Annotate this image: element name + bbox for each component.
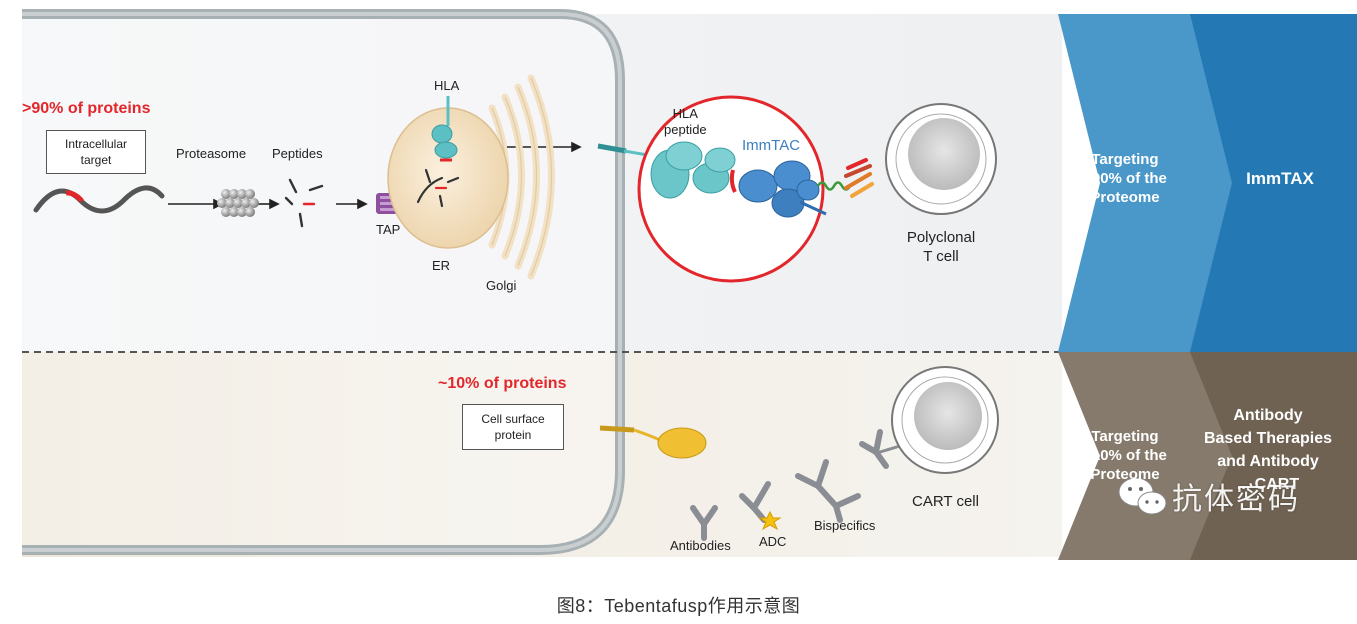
- hla-peptide-label: HLA peptide: [664, 106, 707, 137]
- cell-surface-protein-icon: [599, 425, 707, 459]
- cell-membrane: [22, 9, 625, 555]
- antibodies-label: Antibodies: [670, 538, 731, 553]
- watermark: 抗体密码: [1172, 474, 1300, 518]
- top-headline: >90% of proteins: [22, 100, 151, 117]
- hla-label: HLA: [434, 78, 460, 93]
- top-band-dark: [1190, 14, 1357, 352]
- bispecifics-label: Bispecifics: [814, 518, 876, 533]
- proteasome-icon: [217, 189, 259, 217]
- tap-label: TAP: [376, 222, 401, 237]
- bispecific-antibody-icon: [795, 459, 861, 523]
- top-band-title: ImmTAX: [1246, 169, 1314, 188]
- tebentafusp-diagram: >90% of proteins Intracellular target Pr…: [22, 9, 1357, 560]
- hla-peptide-complex-icon: [650, 141, 737, 199]
- cart-cell-label: CART cell: [912, 493, 979, 510]
- figure-caption: 图8：Tebentafusp作用示意图: [556, 596, 801, 616]
- wechat-icon: [1118, 477, 1167, 515]
- intracellular-target-box: Intracellular target: [46, 130, 146, 174]
- polyclonal-t-cell-icon: [885, 103, 997, 215]
- bottom-background: [22, 352, 1062, 557]
- car-receptor-icon: [859, 429, 902, 469]
- immtac-label: ImmTAC: [742, 137, 801, 154]
- bottom-band-dark: [1190, 352, 1357, 560]
- immtac-molecule-icon: [738, 160, 827, 218]
- peptides-label: Peptides: [272, 146, 323, 161]
- antibody-icon: [690, 505, 718, 541]
- proteasome-label: Proteasome: [176, 146, 247, 161]
- peptides-icon: [284, 178, 324, 228]
- adc-payload-icon: [758, 510, 782, 531]
- cart-cell-icon: [891, 366, 999, 474]
- er-label: ER: [432, 258, 451, 273]
- top-targeting-text: Targeting >90% of the Proteome: [1083, 150, 1167, 206]
- bottom-band-title: Antibody Based Therapies and Antibody ..…: [1203, 407, 1333, 493]
- polyclonal-t-cell-label: Polyclonal T cell: [906, 229, 976, 265]
- golgi-label: Golgi: [486, 278, 517, 293]
- adc-label: ADC: [759, 534, 787, 549]
- bottom-headline: ~10% of proteins: [438, 375, 567, 392]
- diagram-graphics: [22, 9, 1357, 560]
- bottom-targeting-text: Targeting ~10% of the Proteome: [1083, 427, 1167, 483]
- top-background: [22, 14, 1062, 352]
- intracellular-target-strand: [33, 185, 165, 214]
- hla-in-er-icon: [431, 96, 458, 162]
- cell-surface-protein-box: Cell surface protein: [462, 404, 564, 450]
- watermark-text: 抗体密码: [1172, 483, 1300, 516]
- tcr-receptor-icon: [844, 158, 874, 198]
